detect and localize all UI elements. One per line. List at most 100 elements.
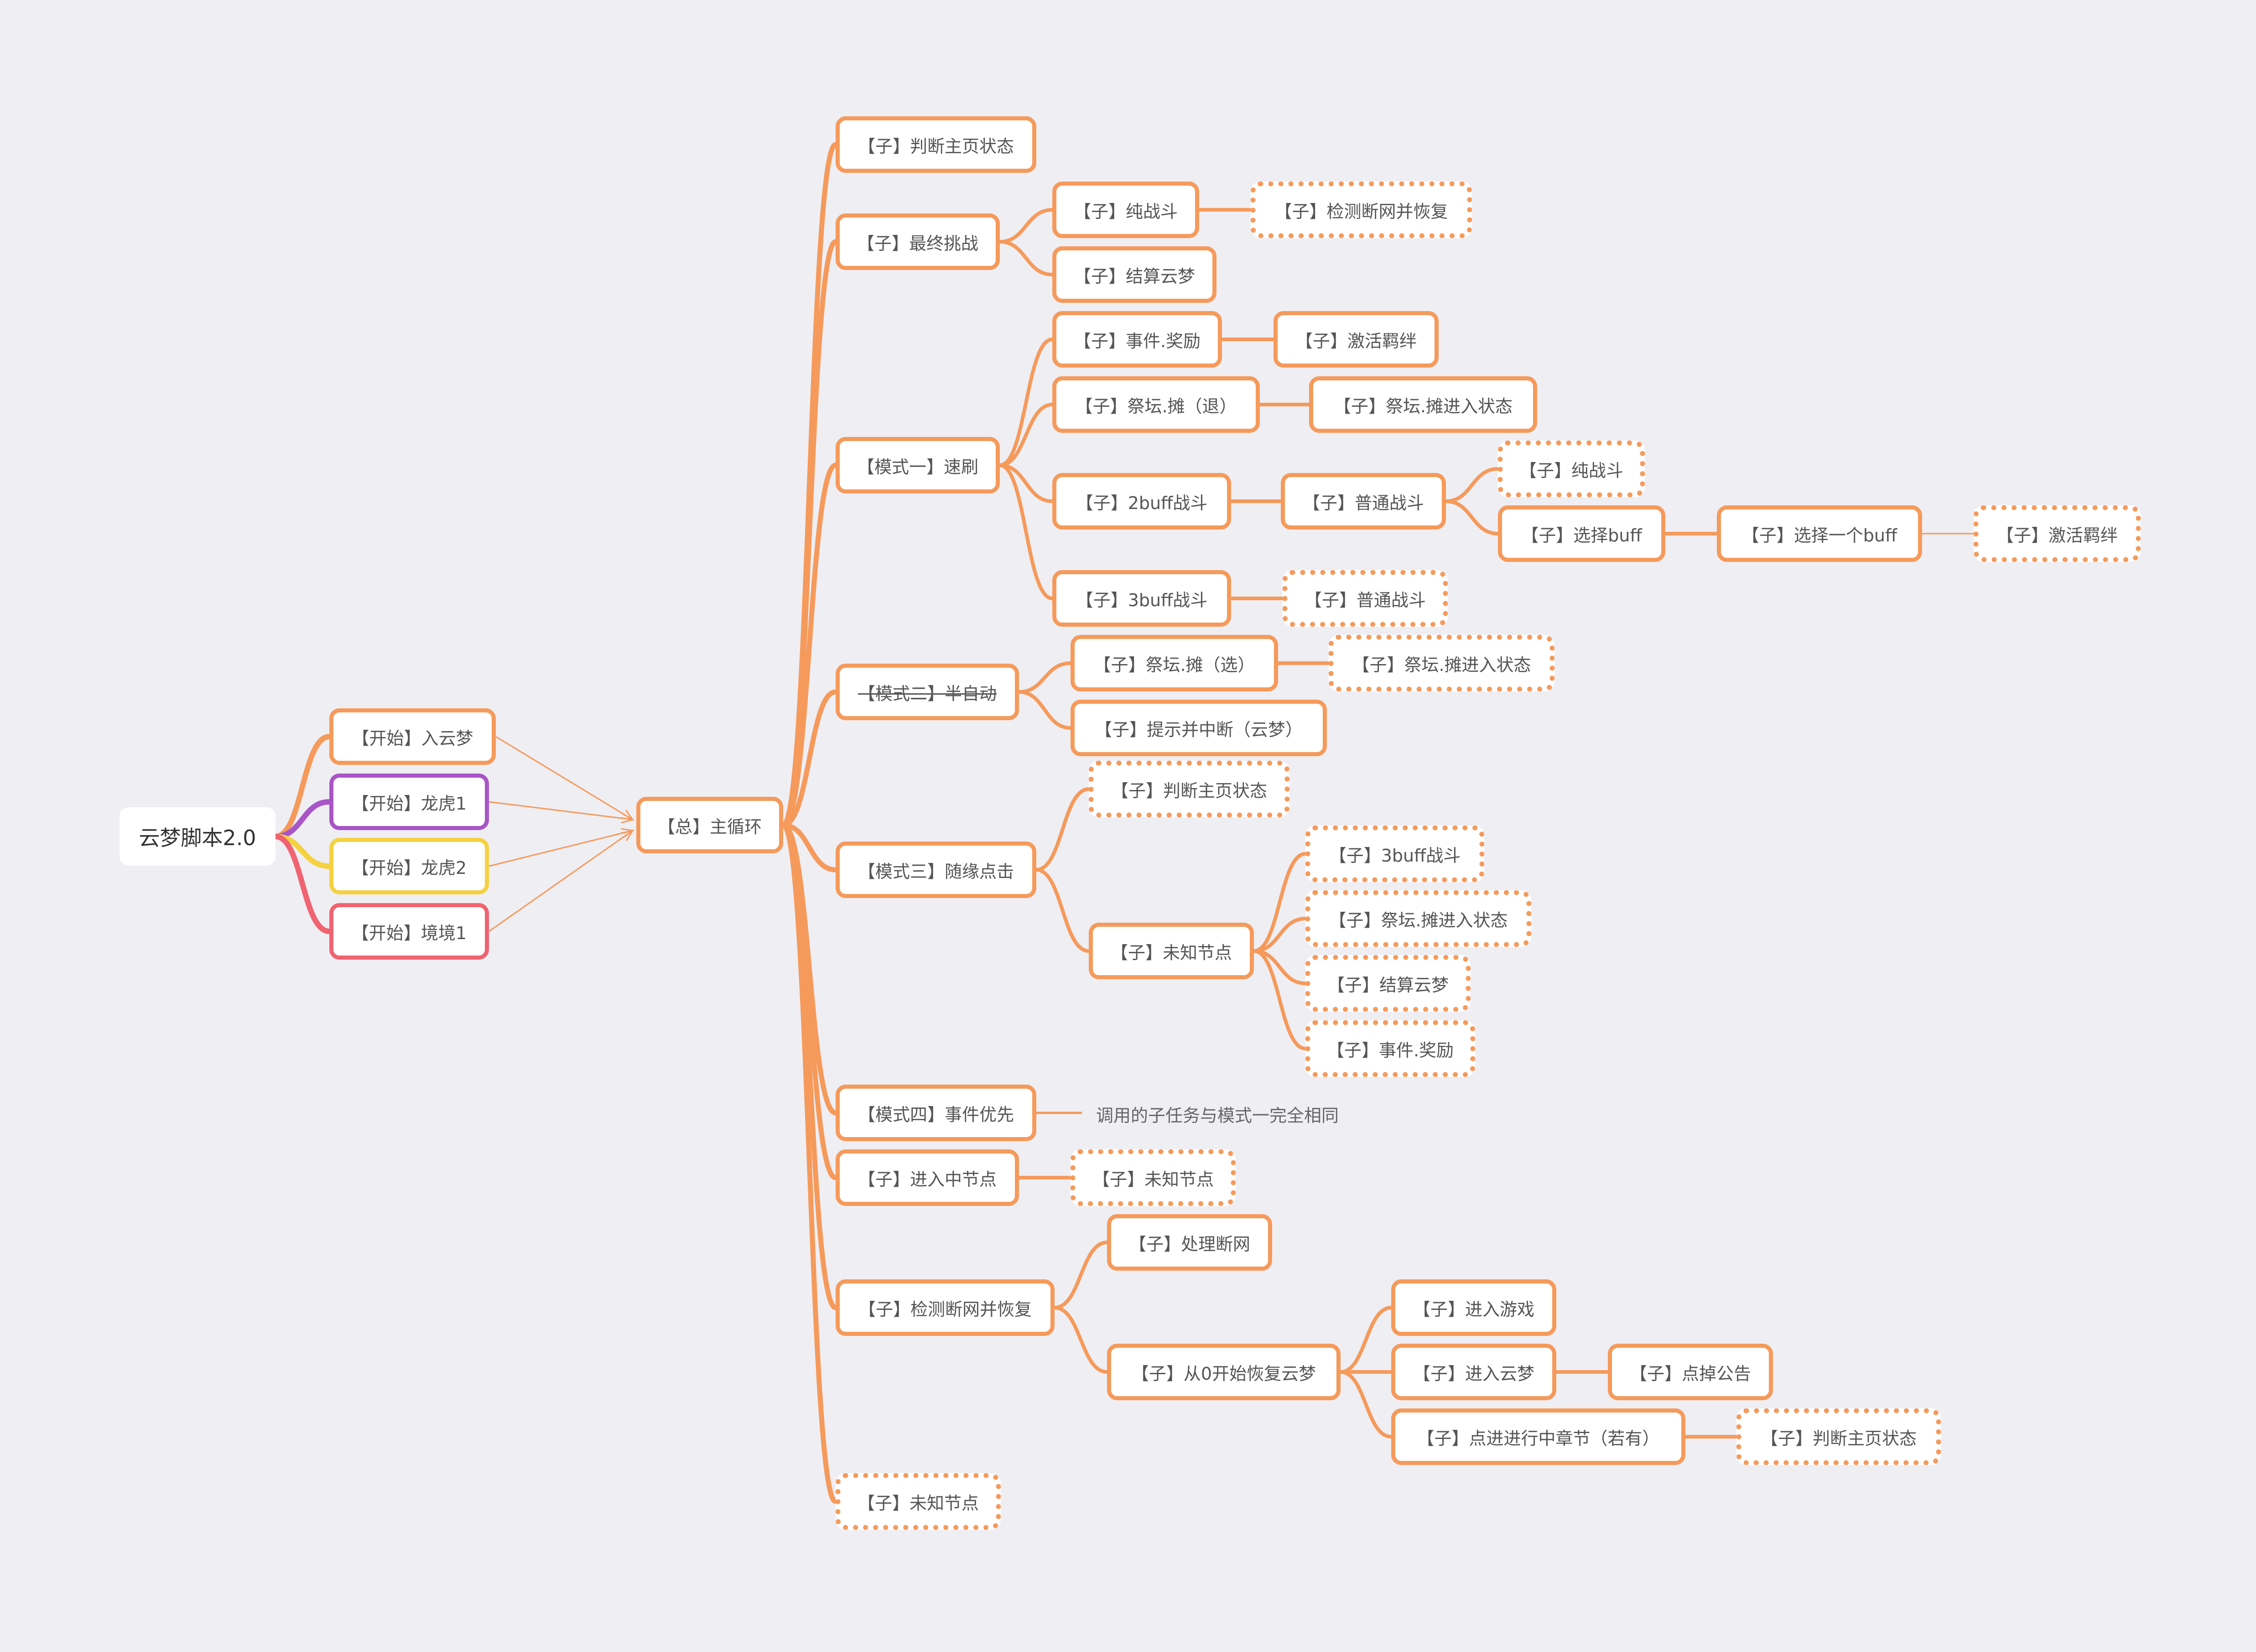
start-node-longhu-2[interactable]: 【开始】龙虎2 — [329, 838, 489, 894]
node-event-reward-ref[interactable]: 【子】事件.奖励 — [1305, 1020, 1475, 1077]
node-prompt-interrupt[interactable]: 【子】提示并中断（云梦） — [1071, 700, 1327, 756]
main-link — [780, 822, 838, 1504]
node-normal-battle-ref[interactable]: 【子】普通战斗 — [1283, 570, 1448, 627]
child-link — [1444, 499, 1500, 535]
node-label: 【子】结算云梦 — [1327, 975, 1449, 995]
node-label: 【子】祭坛.摊进入状态 — [1352, 655, 1531, 675]
node-altar-stall-enter-state-ref[interactable]: 【子】祭坛.摊进入状态 — [1329, 635, 1554, 691]
child-link — [998, 463, 1054, 503]
node-enter-yunmeng[interactable]: 【子】进入云梦 — [1391, 1344, 1556, 1400]
node-select-one-buff[interactable]: 【子】选择一个buff — [1717, 505, 1922, 562]
node-label: 【子】激活羁绊 — [1996, 525, 2118, 545]
node-restore-from-zero[interactable]: 【子】从0开始恢复云梦 — [1107, 1344, 1341, 1400]
arrow-enter-yunmeng-to-main — [495, 736, 633, 821]
node-dismiss-notice[interactable]: 【子】点掉公告 — [1608, 1344, 1773, 1400]
child-link — [1252, 917, 1307, 953]
node-settle-yunmeng[interactable]: 【子】结算云梦 — [1052, 246, 1216, 303]
node-normal-battle[interactable]: 【子】普通战斗 — [1281, 473, 1446, 530]
node-event-reward[interactable]: 【子】事件.奖励 — [1052, 311, 1222, 368]
node-3buff-battle-ref[interactable]: 【子】3buff战斗 — [1305, 826, 1484, 882]
node-label: 【模式二】半自动 — [858, 683, 997, 704]
node-label: 【子】普通战斗 — [1304, 590, 1426, 610]
node-handle-disconnect[interactable]: 【子】处理断网 — [1107, 1214, 1272, 1271]
node-label: 【子】纯战斗 — [1073, 201, 1178, 222]
node-altar-stall-select[interactable]: 【子】祭坛.摊（选） — [1071, 635, 1278, 691]
node-label: 【子】祭坛.摊进入状态 — [1333, 396, 1513, 416]
node-label: 【子】祭坛.摊（选） — [1093, 655, 1255, 675]
node-label: 【子】未知节点 — [857, 1493, 979, 1513]
node-label: 【子】祭坛.摊（退） — [1075, 396, 1237, 416]
node-check-home-state[interactable]: 【子】判断主页状态 — [836, 116, 1036, 173]
arrow-longhu-2-to-main — [489, 830, 633, 867]
node-detect-disconnect-recover[interactable]: 【子】检测断网并恢复 — [836, 1279, 1055, 1336]
node-pure-battle[interactable]: 【子】纯战斗 — [1052, 182, 1199, 238]
child-link — [1339, 1370, 1393, 1439]
node-settle-yunmeng-ref[interactable]: 【子】结算云梦 — [1305, 955, 1471, 1012]
node-final-challenge[interactable]: 【子】最终挑战 — [836, 213, 1000, 270]
start-node-label: 【开始】境境1 — [351, 923, 467, 943]
node-label: 【子】点进进行中章节（若有） — [1417, 1428, 1660, 1449]
node-mode-2-semi-auto[interactable]: 【模式二】半自动 — [836, 664, 1019, 720]
arrow-head — [621, 829, 634, 841]
node-label: 【模式一】速刷 — [857, 457, 978, 477]
node-label: 【子】结算云梦 — [1073, 266, 1195, 286]
node-label: 【子】从0开始恢复云梦 — [1131, 1363, 1316, 1384]
node-unknown-node-ref-2[interactable]: 【子】未知节点 — [836, 1473, 1001, 1530]
start-node-longhu-1[interactable]: 【开始】龙虎1 — [329, 774, 489, 830]
node-label: 【子】未知节点 — [1092, 1169, 1214, 1190]
node-unknown-node[interactable]: 【子】未知节点 — [1089, 923, 1254, 979]
main-loop-node[interactable]: 【总】主循环 — [636, 797, 783, 853]
node-pure-battle-ref[interactable]: 【子】纯战斗 — [1498, 441, 1645, 497]
node-enter-mid-node[interactable]: 【子】进入中节点 — [836, 1149, 1019, 1206]
node-label: 【子】祭坛.摊进入状态 — [1329, 910, 1508, 930]
main-loop-label: 【总】主循环 — [657, 816, 762, 837]
node-unknown-node-ref[interactable]: 【子】未知节点 — [1071, 1149, 1236, 1206]
node-mode-3-random-click[interactable]: 【模式三】随缘点击 — [836, 842, 1036, 898]
node-label: 【子】进入游戏 — [1413, 1299, 1534, 1320]
node-label: 【子】3buff战斗 — [1329, 845, 1461, 866]
child-link — [1053, 1306, 1109, 1374]
child-link — [1017, 661, 1072, 694]
start-node-label: 【开始】入云梦 — [352, 728, 473, 748]
child-link — [998, 463, 1054, 600]
root-topic[interactable]: 云梦脚本2.0 — [120, 807, 276, 866]
node-3buff-battle[interactable]: 【子】3buff战斗 — [1052, 570, 1231, 627]
node-label: 【子】判断主页状态 — [1111, 780, 1267, 801]
start-node-enter-yunmeng[interactable]: 【开始】入云梦 — [329, 708, 496, 765]
node-enter-game[interactable]: 【子】进入游戏 — [1391, 1279, 1556, 1336]
child-link — [1339, 1306, 1393, 1374]
node-detect-disconnect-ref[interactable]: 【子】检测断网并恢复 — [1251, 182, 1472, 238]
arrow-jingjing-1-to-main — [489, 830, 633, 932]
node-altar-stall-exit[interactable]: 【子】祭坛.摊（退） — [1052, 376, 1260, 433]
node-label: 【子】3buff战斗 — [1076, 590, 1208, 610]
child-link — [1252, 949, 1307, 1050]
node-label: 【子】点掉公告 — [1629, 1363, 1751, 1384]
node-2buff-battle[interactable]: 【子】2buff战斗 — [1052, 473, 1231, 530]
node-label: 【子】检测断网并恢复 — [1274, 201, 1448, 222]
node-label: 【模式三】随缘点击 — [858, 861, 1014, 882]
node-enter-chapter[interactable]: 【子】点进进行中章节（若有） — [1391, 1408, 1685, 1465]
node-label: 【子】激活羁绊 — [1295, 331, 1417, 351]
child-link — [998, 208, 1054, 244]
node-mode-1-speedrun[interactable]: 【模式一】速刷 — [836, 437, 1000, 494]
node-activate-bond[interactable]: 【子】激活羁绊 — [1274, 311, 1439, 368]
node-altar-stall-enter-state-ref-2[interactable]: 【子】祭坛.摊进入状态 — [1305, 890, 1531, 947]
child-link — [1034, 868, 1091, 953]
node-note: 调用的子任务与模式一完全相同 — [1096, 1106, 1339, 1126]
node-check-home-state-ref-2[interactable]: 【子】判断主页状态 — [1736, 1408, 1941, 1465]
root-link-enter-yunmeng — [273, 734, 332, 839]
node-label: 【子】判断主页状态 — [858, 136, 1014, 156]
node-select-buff[interactable]: 【子】选择buff — [1498, 505, 1665, 562]
node-altar-stall-enter-state[interactable]: 【子】祭坛.摊进入状态 — [1309, 376, 1537, 433]
start-node-label: 【开始】龙虎2 — [351, 857, 467, 878]
child-link — [1034, 787, 1091, 872]
node-label: 【子】选择buff — [1521, 525, 1642, 545]
node-check-home-state-ref[interactable]: 【子】判断主页状态 — [1089, 761, 1289, 817]
start-node-label: 【开始】龙虎1 — [351, 793, 467, 814]
node-mode-4-event-first[interactable]: 【模式四】事件优先 — [836, 1085, 1036, 1141]
node-label: 【子】提示并中断（云梦） — [1094, 719, 1303, 740]
node-activate-bond-ref[interactable]: 【子】激活羁绊 — [1974, 505, 2141, 562]
node-label: 【子】处理断网 — [1128, 1234, 1250, 1254]
child-link — [1252, 949, 1307, 985]
start-node-jingjing-1[interactable]: 【开始】境境1 — [329, 903, 489, 960]
